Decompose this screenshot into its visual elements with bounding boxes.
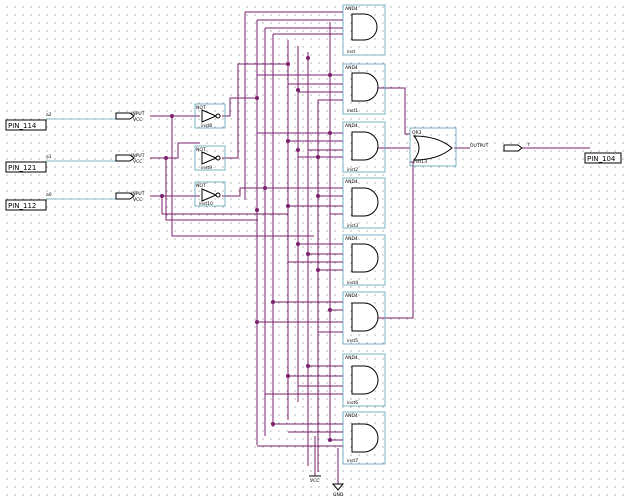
and-gate-inst1[interactable]: AND4 inst1 (342, 63, 386, 115)
or-gate-inst13[interactable]: OR3 inst13 (409, 127, 457, 167)
and-gate-inst7[interactable]: AND4 inst7 (342, 411, 386, 465)
gate-inst: inst8 (201, 123, 212, 129)
input-type: INPUT (131, 111, 145, 117)
input-sub: VCC (133, 197, 142, 203)
not-gate-inst10[interactable]: NOT inst10 (194, 181, 226, 207)
and-gate-inst6[interactable]: AND4 inst6 (342, 353, 386, 407)
gate-type: NOT (196, 183, 206, 189)
input-name: a0 (46, 192, 52, 198)
pin-label: PIN_112 (8, 202, 36, 210)
gate-inst: inst9 (201, 165, 212, 171)
gate-type: NOT (196, 147, 206, 153)
gate-inst: inst (347, 49, 355, 55)
pin-label: PIN_121 (8, 164, 36, 172)
input-sub: VCC (133, 117, 142, 123)
input-pin-a1[interactable]: PIN_121 a1 INPUT VCC (5, 153, 145, 173)
gnd-label: GND (333, 492, 344, 498)
pin-label: PIN_104 (587, 155, 616, 163)
gate-inst: inst1 (347, 108, 358, 114)
and-gate-inst2[interactable]: AND4 inst2 (342, 121, 386, 173)
gate-inst: inst13 (413, 159, 427, 165)
gate-type: AND4 (345, 65, 358, 71)
output-name: f (528, 142, 530, 148)
gate-type: OR3 (412, 130, 422, 136)
gate-inst: inst2 (347, 167, 358, 173)
vcc-symbol[interactable]: VCC (309, 475, 321, 484)
input-pin-a2[interactable]: PIN_114 a2 INPUT VCC (5, 111, 145, 131)
wires (150, 11, 590, 484)
input-sub: VCC (133, 159, 142, 165)
gate-type: AND4 (345, 413, 358, 419)
gate-type: NOT (196, 105, 206, 111)
gate-inst: inst6 (347, 400, 358, 406)
and-gate-inst3[interactable]: AND4 inst3 (342, 177, 386, 229)
gate-type: AND4 (345, 355, 358, 361)
output-type: OUTPUT (470, 143, 489, 149)
gate-inst: inst4 (347, 280, 358, 286)
gate-inst: inst10 (199, 201, 213, 207)
output-pin-f[interactable]: OUTPUT f PIN_104 (470, 142, 622, 164)
input-pin-a0[interactable]: PIN_112 a0 INPUT VCC (5, 191, 145, 211)
and-gate-inst[interactable]: AND4 inst (342, 4, 386, 56)
input-type: INPUT (131, 191, 145, 197)
gate-type: AND4 (345, 236, 358, 242)
gate-type: AND4 (345, 6, 358, 12)
input-name: a2 (46, 112, 52, 118)
gate-type: AND4 (345, 293, 358, 299)
pin-label: PIN_114 (8, 122, 37, 130)
not-gate-inst8[interactable]: NOT inst8 (194, 103, 226, 129)
not-gate-inst9[interactable]: NOT inst9 (194, 145, 226, 171)
gate-type: AND4 (345, 179, 358, 185)
input-name: a1 (46, 154, 52, 160)
input-type: INPUT (131, 153, 145, 159)
junction-dots (160, 56, 332, 442)
gnd-symbol[interactable]: GND (331, 483, 345, 498)
and-gate-inst4[interactable]: AND4 inst4 (342, 234, 386, 286)
gate-inst: inst5 (347, 338, 358, 344)
gate-type: AND4 (345, 123, 358, 129)
gate-inst: inst7 (347, 458, 358, 464)
and-gate-inst5[interactable]: AND4 inst5 (342, 291, 386, 345)
gate-inst: inst3 (347, 223, 358, 229)
vcc-label: VCC (310, 478, 319, 484)
